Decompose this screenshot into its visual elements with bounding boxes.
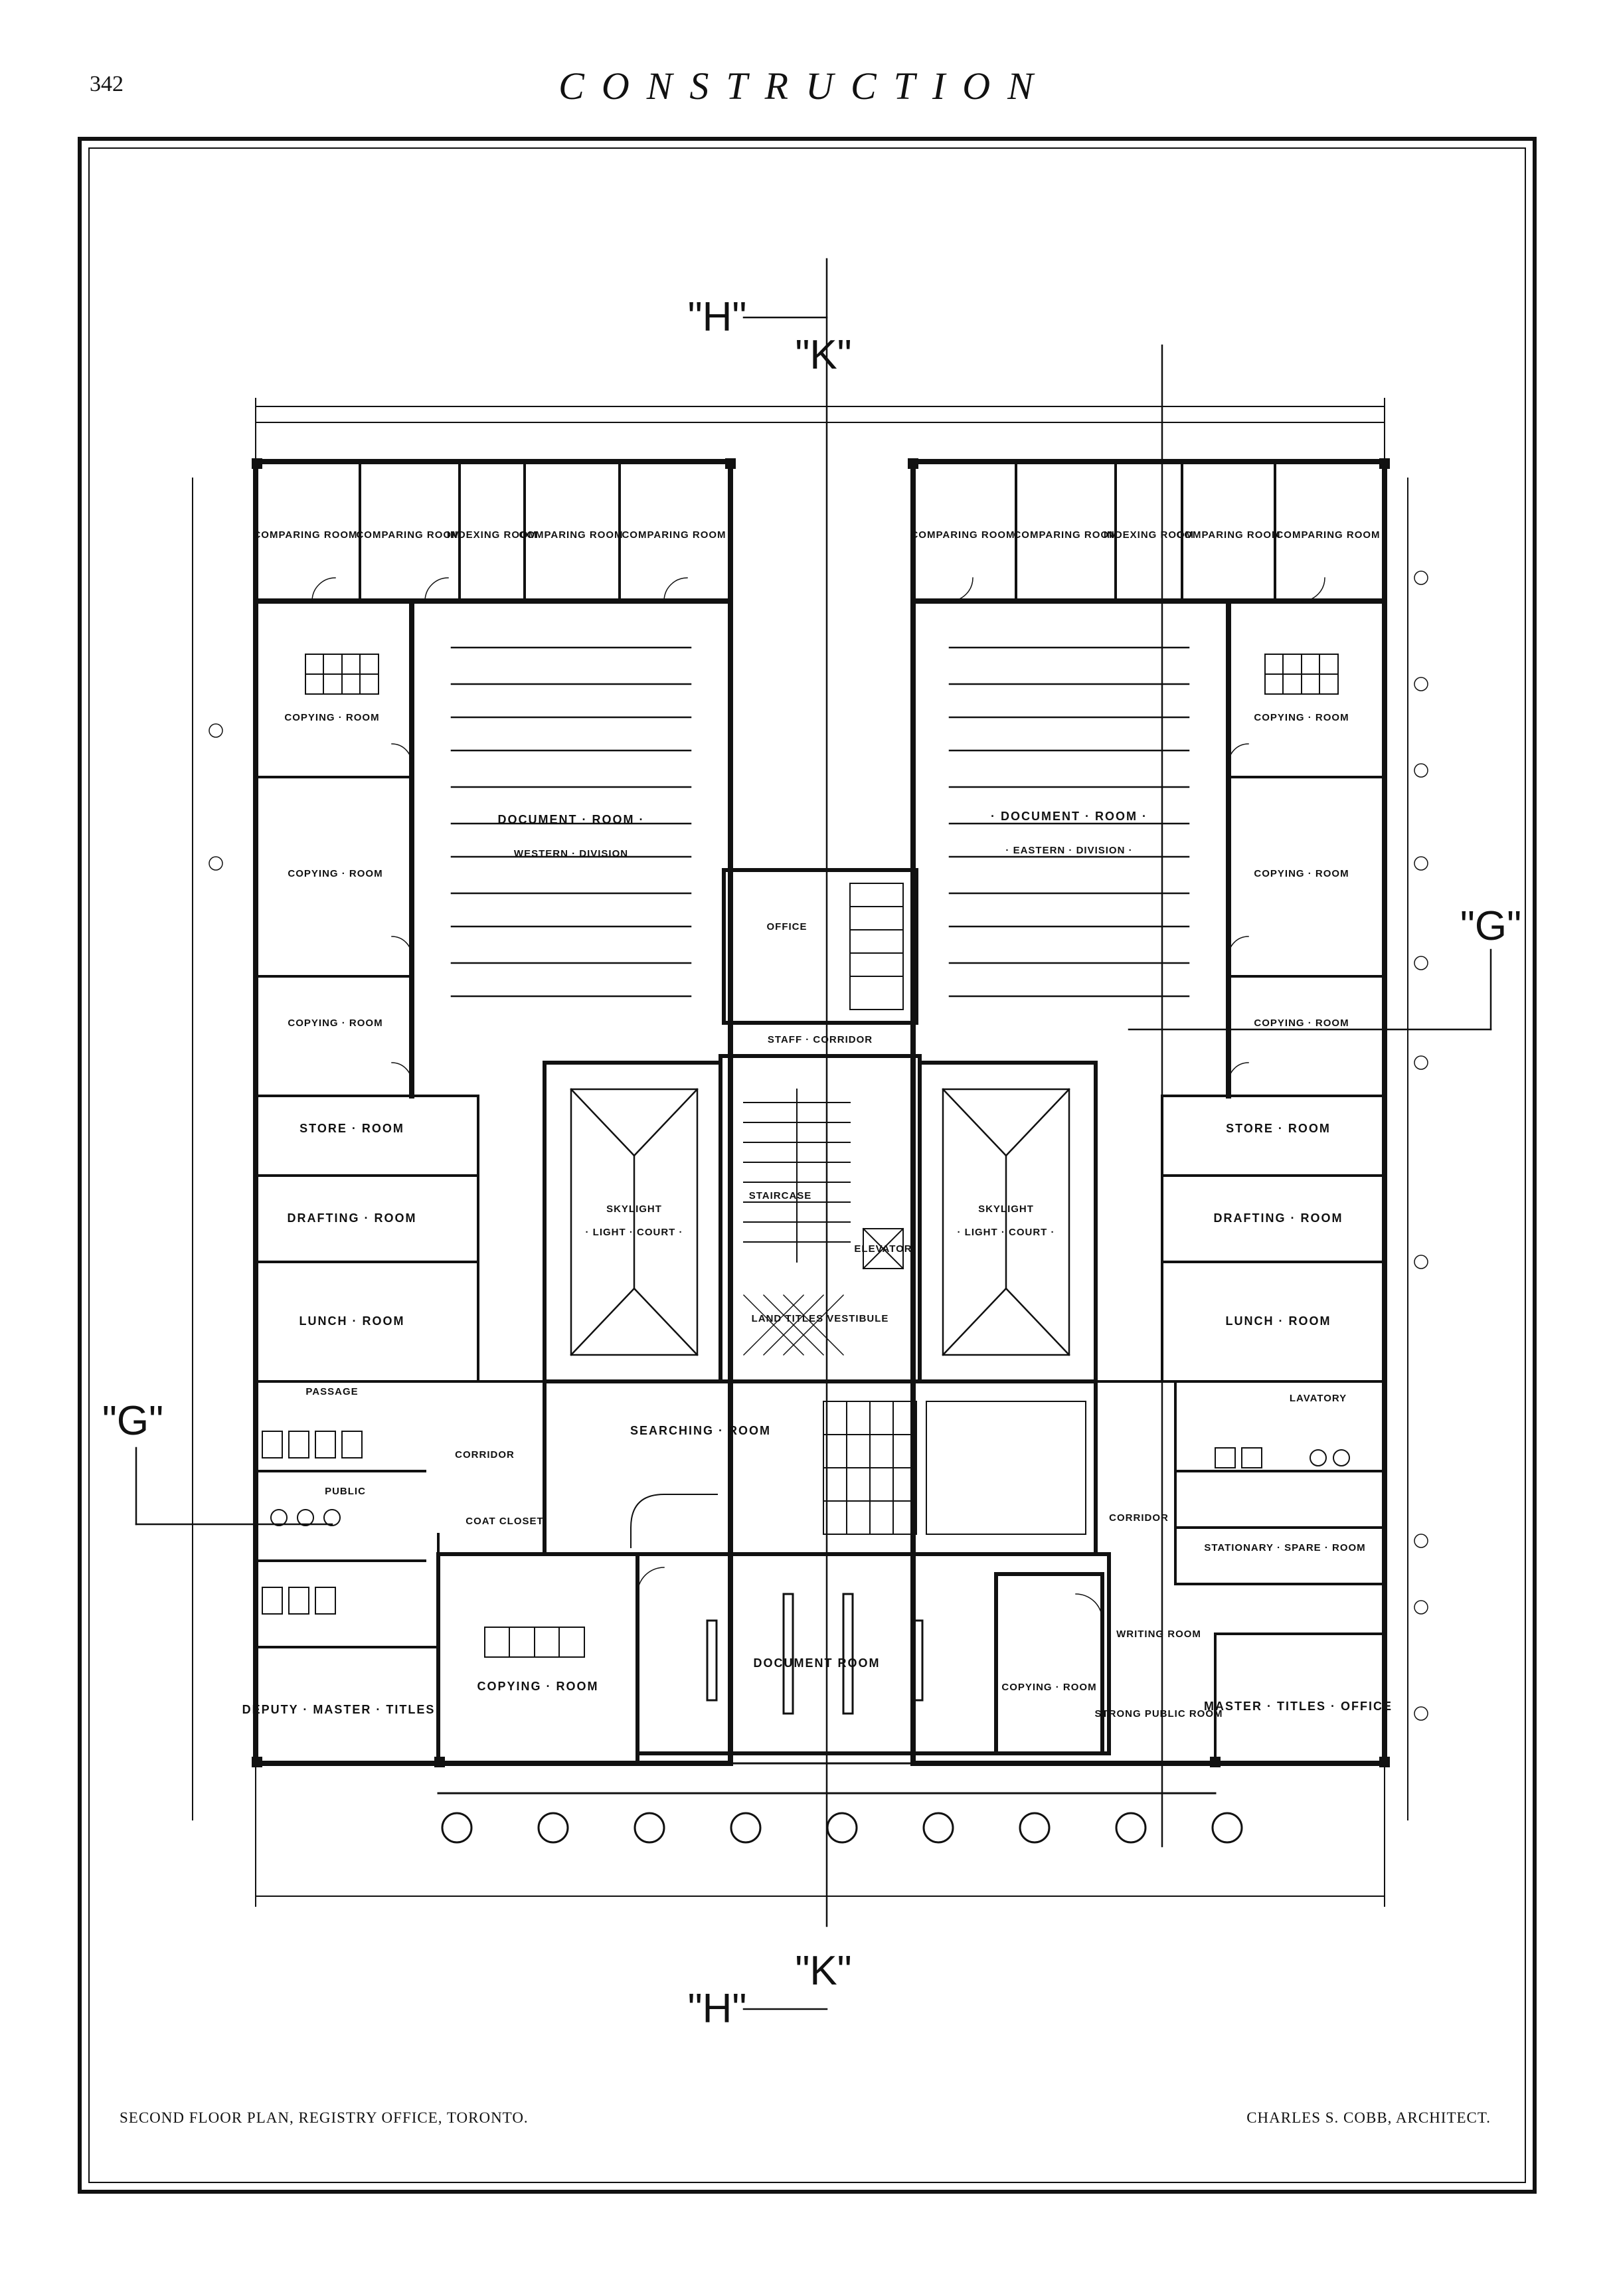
label-center-skylight-east: SKYLIGHT: [978, 1203, 1034, 1215]
section-mark-h-bottom: "H": [688, 1986, 747, 2032]
plate-frame-inner: [88, 147, 1526, 2183]
label-center-staircase: STAIRCASE: [749, 1190, 812, 1201]
east-copying-window: [1264, 654, 1339, 695]
label-west-lunch-room: LUNCH · ROOM: [299, 1314, 405, 1328]
front-colonnade: [437, 1762, 1243, 1844]
label-east-comparing-1: COMPARING ROOM: [910, 529, 1015, 541]
label-west-comparing-3: COMPARING ROOM: [519, 529, 623, 541]
label-east-comparing-4: COMPARING ROOM: [1276, 529, 1380, 541]
lavatory-fixtures: [262, 1431, 1350, 1615]
section-lines: [135, 258, 1492, 2010]
label-center-office: OFFICE: [767, 921, 807, 932]
label-west-copying-1: COPYING · ROOM: [284, 712, 379, 723]
plate-caption: SECOND FLOOR PLAN, REGISTRY OFFICE, TORO…: [120, 2109, 529, 2126]
label-center-coat-closet: COAT CLOSET: [466, 1516, 543, 1527]
label-west-indexing: INDEXING ROOM: [447, 529, 537, 541]
east-wing-walls: [910, 459, 1387, 1766]
label-east-master-office: MASTER · TITLES · OFFICE: [1204, 1700, 1393, 1713]
label-south-copying-room: COPYING · ROOM: [477, 1680, 598, 1693]
light-court-west: [570, 1088, 699, 1356]
label-center-light-court-west: · LIGHT · COURT ·: [586, 1227, 683, 1238]
label-center-copying-room-east: COPYING · ROOM: [1001, 1682, 1096, 1693]
label-west-deputy-office: DEPUTY · MASTER · TITLES: [242, 1703, 436, 1716]
label-west-passage: PASSAGE: [305, 1386, 358, 1397]
section-mark-g-east: "G": [1460, 903, 1521, 949]
dimension-lines: [192, 398, 1408, 1907]
section-mark-h-top: "H": [688, 294, 747, 340]
light-court-east: [942, 1088, 1070, 1356]
page-number: 342: [90, 72, 124, 96]
label-east-comparing-3: COMPARING ROOM: [1176, 529, 1280, 541]
label-west-store-room: STORE · ROOM: [299, 1122, 404, 1135]
label-center-corridor-west: CORRIDOR: [455, 1449, 515, 1460]
label-center-searching-room: SEARCHING · ROOM: [630, 1424, 771, 1437]
vault-grid: [630, 1401, 1086, 1548]
label-west-comparing-4: COMPARING ROOM: [622, 529, 726, 541]
label-center-document-room: DOCUMENT ROOM: [754, 1656, 881, 1670]
central-block-walls: [436, 868, 1111, 1765]
grid-bubbles: [209, 571, 1428, 1721]
label-center-elevator: ELEVATOR: [854, 1243, 912, 1255]
label-east-drafting-room: DRAFTING · ROOM: [1214, 1211, 1343, 1225]
west-document-room-shelving: [450, 646, 692, 998]
central-staircase: [743, 1089, 851, 1263]
elevator-shaft: [862, 1227, 904, 1270]
label-west-document-division: WESTERN · DIVISION: [514, 848, 628, 859]
label-center-staff-corridor: STAFF · CORRIDOR: [768, 1034, 873, 1045]
section-mark-g-west: "G": [102, 1398, 163, 1444]
label-west-drafting-room: DRAFTING · ROOM: [288, 1211, 417, 1225]
door-swings: [311, 577, 1325, 1621]
east-wing-partitions: [1015, 460, 1386, 1765]
label-west-comparing-2: COMPARING ROOM: [356, 529, 460, 541]
label-west-comparing-1: COMPARING ROOM: [253, 529, 357, 541]
label-east-store-room: STORE · ROOM: [1226, 1122, 1331, 1135]
label-east-copying-3: COPYING · ROOM: [1254, 1017, 1349, 1029]
west-wing-partitions: [254, 460, 621, 1765]
label-west-public: PUBLIC: [325, 1486, 366, 1497]
label-east-lavatory: LAVATORY: [1290, 1393, 1347, 1404]
label-west-document-room: DOCUMENT · ROOM ·: [498, 813, 645, 826]
section-mark-k-top: "K": [795, 332, 851, 378]
vestibule-crosshatch: [742, 1294, 845, 1356]
label-east-stationary-room: STATIONARY · SPARE · ROOM: [1204, 1542, 1365, 1553]
label-center-land-titles: LAND TITLES VESTIBULE: [752, 1313, 889, 1324]
label-west-copying-2: COPYING · ROOM: [288, 868, 382, 879]
office-stair: [849, 883, 904, 1010]
architect-credit: CHARLES S. COBB, ARCHITECT.: [1246, 2109, 1491, 2126]
central-document-room-cases: [706, 1593, 924, 1715]
label-east-writing-room: WRITING ROOM: [1116, 1629, 1201, 1640]
label-east-strong-room: STRONG PUBLIC ROOM: [1095, 1708, 1223, 1720]
label-east-comparing-2: COMPARING ROOM: [1013, 529, 1118, 541]
east-document-room-shelving: [948, 646, 1190, 998]
section-mark-k-bottom: "K": [795, 1948, 851, 1994]
label-west-copying-3: COPYING · ROOM: [288, 1017, 382, 1029]
label-center-light-court-east: · LIGHT · COURT ·: [958, 1227, 1055, 1238]
wall-piers: [252, 458, 1390, 1767]
label-east-copying-2: COPYING · ROOM: [1254, 868, 1349, 879]
south-copying-window: [484, 1627, 585, 1658]
west-copying-window: [305, 654, 379, 695]
label-center-corridor-east: CORRIDOR: [1109, 1512, 1169, 1524]
label-east-document-division: · EASTERN · DIVISION ·: [1005, 845, 1132, 856]
label-center-skylight-west: SKYLIGHT: [606, 1203, 662, 1215]
label-east-indexing: INDEXING ROOM: [1104, 529, 1194, 541]
label-east-copying-1: COPYING · ROOM: [1254, 712, 1349, 723]
label-east-document-room: · DOCUMENT · ROOM ·: [991, 810, 1147, 823]
running-title: CONSTRUCTION: [558, 64, 1051, 108]
label-east-lunch-room: LUNCH · ROOM: [1226, 1314, 1331, 1328]
plate-frame-outer: [78, 137, 1537, 2194]
